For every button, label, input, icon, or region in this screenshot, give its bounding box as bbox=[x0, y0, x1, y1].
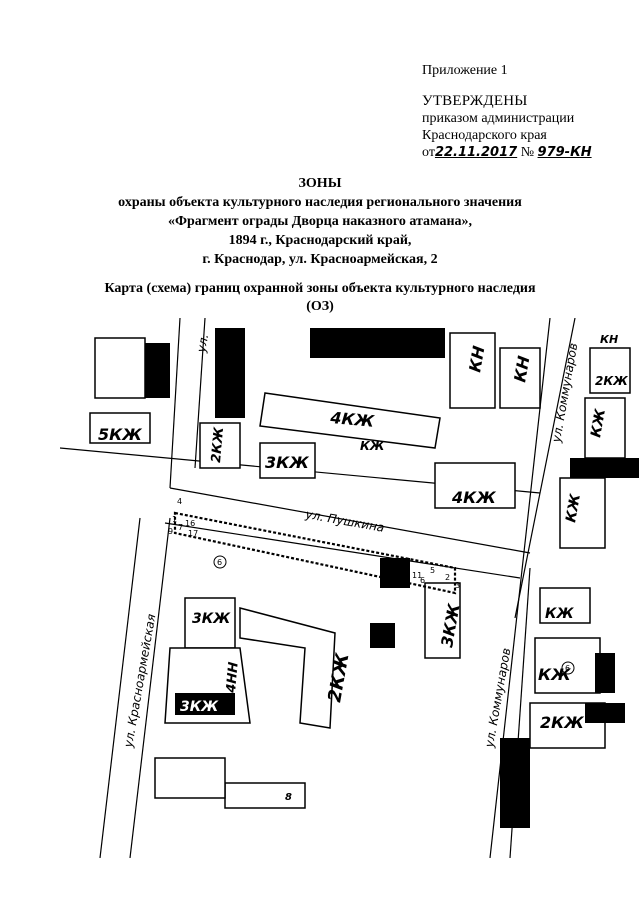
point-label: 9 bbox=[168, 527, 173, 536]
marker-label: 6 bbox=[565, 664, 570, 673]
title-line-2: охраны объекта культурного наследия реги… bbox=[118, 195, 522, 210]
street-pushkina: ул. Пушкина bbox=[303, 507, 385, 535]
building-outline bbox=[94, 337, 146, 399]
dark-block bbox=[585, 703, 625, 723]
building-outline bbox=[559, 477, 606, 549]
building-outline bbox=[239, 607, 336, 729]
order-line-1: приказом администрации bbox=[422, 111, 575, 126]
label-kn-top: КН bbox=[465, 344, 488, 374]
appendix-label: Приложение 1 bbox=[422, 63, 508, 78]
boundary-points: 4 1 2 3 5 6 7 16 17 9 11 13 bbox=[168, 497, 460, 590]
number-value: 979-КН bbox=[537, 145, 592, 160]
building-outline bbox=[224, 782, 306, 809]
order-date-line: от22.11.2017 № 979-КН bbox=[422, 144, 622, 161]
label-kzh-br1: КЖ bbox=[545, 606, 574, 622]
marker-label: 6 bbox=[217, 558, 222, 567]
point-label: 1 bbox=[172, 515, 177, 524]
point-label: 4 bbox=[177, 497, 182, 506]
dark-block bbox=[370, 623, 395, 648]
label-kn-top2: КН bbox=[510, 354, 533, 384]
label-3kzh-mid: 3КЖ bbox=[265, 453, 309, 472]
point-label: 5 bbox=[430, 566, 435, 575]
number-prefix: № bbox=[520, 145, 535, 160]
building-outline bbox=[89, 412, 151, 444]
label-kzh-br2: КЖ bbox=[538, 665, 571, 684]
point-label: 13 bbox=[400, 563, 410, 572]
label-4kzh-right: 4КЖ bbox=[451, 488, 496, 507]
point-label: 7 bbox=[178, 523, 183, 532]
building-outline bbox=[199, 422, 241, 469]
building-outline bbox=[499, 347, 541, 409]
title-line-4: 1894 г., Краснодарский край, bbox=[228, 233, 412, 248]
dark-block bbox=[500, 738, 530, 828]
building-outline bbox=[449, 332, 496, 409]
title-line-1: ЗОНЫ bbox=[298, 176, 342, 191]
street-outlines bbox=[60, 318, 576, 858]
label-4kzh-top: 4КЖ bbox=[329, 408, 376, 431]
point-label: 2 bbox=[445, 573, 450, 582]
building-outline bbox=[259, 442, 316, 479]
building-outline bbox=[424, 582, 461, 659]
label-2kzh-rt: 2КЖ bbox=[595, 374, 628, 388]
point-label: 3 bbox=[455, 581, 460, 590]
marker-circle bbox=[213, 555, 227, 569]
order-line-2: Краснодарского края bbox=[422, 128, 547, 143]
zone-boundary bbox=[173, 511, 457, 595]
street-kommunarov-2: ул. Коммунаров bbox=[482, 647, 513, 750]
zone-map-svg: ул. Пушкина ул. Красноармейская ул. Комм… bbox=[60, 318, 639, 858]
approved-heading: УТВЕРЖДЕНЫ bbox=[422, 93, 528, 109]
date-prefix: от bbox=[422, 145, 435, 160]
map-title-line-1: Карта (схема) границ охранной зоны объек… bbox=[104, 281, 536, 296]
building-outline bbox=[589, 347, 631, 394]
filled-buildings bbox=[145, 328, 639, 828]
label-4nn: 4НН bbox=[224, 661, 242, 694]
dark-block bbox=[310, 328, 445, 358]
dark-block bbox=[145, 343, 170, 398]
street-ul-top: ул. bbox=[194, 333, 211, 355]
title-line-5: г. Краснодар, ул. Красноармейская, 2 bbox=[202, 252, 438, 267]
title-line-3: «Фрагмент ограды Дворца наказного атаман… bbox=[167, 214, 473, 229]
map-title: Карта (схема) границ охранной зоны объек… bbox=[70, 280, 570, 316]
point-label: 11 bbox=[412, 571, 422, 580]
point-label: 17 bbox=[188, 529, 198, 538]
circle-markers: 6 6 bbox=[213, 555, 575, 675]
dark-block bbox=[570, 458, 639, 478]
label-2kzh-br: 2КЖ bbox=[540, 713, 584, 732]
label-kzh-br3: КЖ bbox=[597, 664, 615, 691]
label-kzh-rt1: КЖ bbox=[588, 407, 609, 439]
label-3kzh-left: 3КЖ bbox=[192, 611, 231, 627]
street-kommunarov-1: ул. Коммунаров bbox=[549, 342, 580, 445]
dark-block bbox=[175, 693, 235, 715]
label-2kzh-left: 2КЖ bbox=[209, 426, 227, 464]
point-label: 6 bbox=[420, 576, 425, 585]
label-kn-rt: КН bbox=[600, 333, 618, 346]
document-title: ЗОНЫ охраны объекта культурного наследия… bbox=[80, 174, 560, 269]
buildings-layer bbox=[89, 332, 631, 809]
building-outline bbox=[259, 392, 441, 449]
zone-map: ул. Пушкина ул. Красноармейская ул. Комм… bbox=[60, 318, 639, 858]
dark-block bbox=[595, 653, 615, 693]
label-5kzh: 5КЖ bbox=[98, 425, 142, 444]
building-outline bbox=[539, 587, 591, 624]
date-value: 22.11.2017 bbox=[434, 145, 518, 160]
point-label: 16 bbox=[185, 519, 195, 528]
dark-block bbox=[215, 328, 245, 418]
label-kzh-top: КЖ bbox=[360, 439, 385, 453]
building-outline bbox=[434, 462, 516, 509]
building-outline bbox=[534, 637, 601, 694]
map-title-line-2: (ОЗ) bbox=[306, 299, 334, 314]
label-3kzh-bottom: 3КЖ bbox=[180, 699, 219, 715]
label-kzh-rt2: КЖ bbox=[563, 492, 584, 524]
marker-circle bbox=[561, 661, 575, 675]
label-8: 8 bbox=[285, 792, 292, 803]
approval-block: Приложение 1 УТВЕРЖДЕНЫ приказом админис… bbox=[422, 62, 622, 161]
building-outline bbox=[154, 757, 226, 799]
